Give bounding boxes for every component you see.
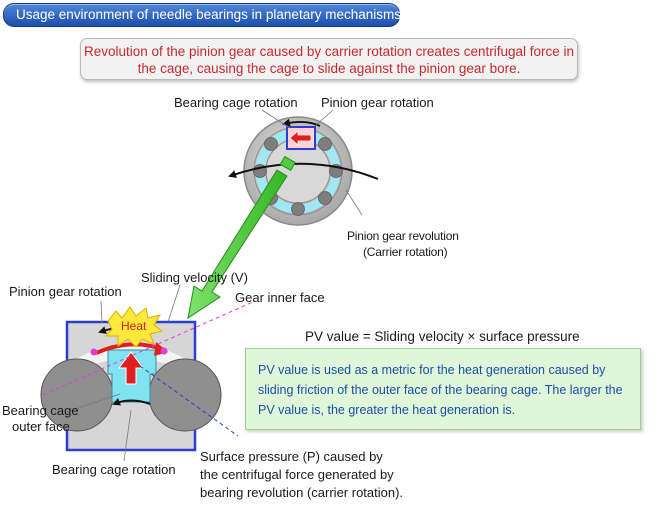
label-surface-pressure-1: Surface pressure (P) caused by	[200, 449, 383, 464]
note-box: Revolution of the pinion gear caused by …	[80, 38, 578, 80]
label-outer-face: outer face	[12, 419, 70, 434]
label-bearing-cage-rotation-top: Bearing cage rotation	[174, 95, 298, 110]
label-gear-inner-face: Gear inner face	[235, 290, 325, 305]
label-bearing-cage: Bearing cage	[2, 403, 79, 418]
label-pinion-gear-revolution: Pinion gear revolution	[347, 229, 459, 243]
title-bar: Usage environment of needle bearings in …	[3, 3, 401, 27]
note-text: Revolution of the pinion gear caused by …	[83, 44, 575, 76]
label-sliding-velocity: Sliding velocity (V)	[141, 270, 248, 285]
carrier-rotation-arc	[228, 162, 379, 180]
label-surface-pressure-2: the centrifugal force generated by	[200, 467, 394, 482]
page-title: Usage environment of needle bearings in …	[16, 7, 401, 22]
heat-burst	[104, 306, 164, 348]
label-pinion-gear-rotation-top: Pinion gear rotation	[321, 95, 434, 110]
label-carrier-rotation: (Carrier rotation)	[363, 245, 448, 259]
pv-formula: PV value = Sliding velocity × surface pr…	[305, 329, 580, 344]
pv-description: PV value is used as a metric for the hea…	[258, 363, 623, 417]
label-heat: Heat	[121, 319, 147, 333]
pv-info-box: PV value is used as a metric for the hea…	[245, 348, 641, 430]
label-pinion-gear-rotation-left: Pinion gear rotation	[9, 284, 122, 299]
label-bearing-cage-rotation-bottom: Bearing cage rotation	[52, 462, 176, 477]
magnify-arrow	[187, 155, 296, 320]
zoom-detail	[40, 320, 222, 452]
label-surface-pressure-3: bearing revolution (carrier rotation).	[200, 485, 404, 500]
